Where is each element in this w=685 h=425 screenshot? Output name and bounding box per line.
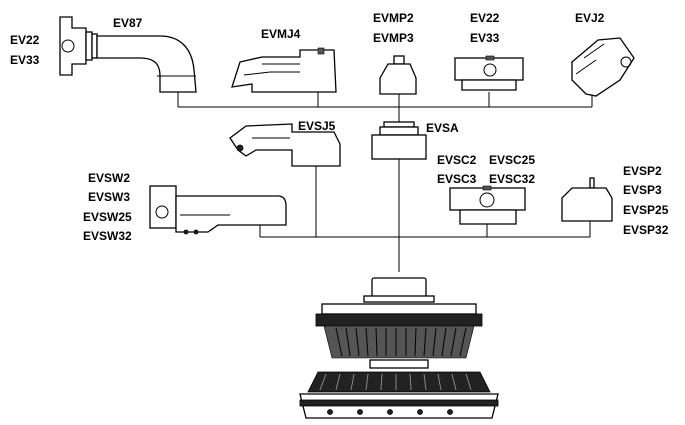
label-evsp25: EVSP25 bbox=[623, 203, 669, 217]
label-evsw2: EVSW2 bbox=[88, 171, 130, 185]
label-evsp32: EVSP32 bbox=[623, 223, 669, 237]
label-evj2: EVJ2 bbox=[575, 11, 605, 25]
evmp-pendant-cap bbox=[379, 55, 417, 95]
evsp-pendant-cap bbox=[561, 177, 613, 222]
label-evsc25: EVSC25 bbox=[489, 153, 535, 167]
label-evsa: EVSA bbox=[426, 121, 459, 135]
evsa-adapter bbox=[371, 121, 427, 160]
label-ev33-right: EV33 bbox=[470, 31, 500, 45]
label-evmp2: EVMP2 bbox=[373, 11, 414, 25]
label-evsc2: EVSC2 bbox=[437, 153, 477, 167]
evsc-ceiling-bracket bbox=[449, 185, 526, 225]
label-evmj4: EVMJ4 bbox=[261, 27, 301, 41]
evj2-angled-bracket bbox=[571, 37, 635, 97]
high-bay-light-fixture bbox=[299, 277, 499, 419]
evsw-wall-bracket bbox=[149, 185, 287, 235]
ev87-arm-bracket bbox=[59, 16, 197, 93]
part-labels: EV87 EV22 EV33 EVMJ4 EVMP2 EVMP3 EV22 EV… bbox=[10, 11, 669, 243]
label-ev87: EV87 bbox=[113, 16, 143, 30]
label-evsj5: EVSJ5 bbox=[298, 119, 336, 133]
label-ev33-left: EV33 bbox=[10, 53, 40, 67]
label-ev22-right: EV22 bbox=[470, 11, 500, 25]
label-evsw3: EVSW3 bbox=[88, 190, 130, 204]
label-evsp2: EVSP2 bbox=[623, 164, 662, 178]
ev22-ev33-flat-bracket bbox=[454, 55, 524, 91]
label-evsw25: EVSW25 bbox=[83, 210, 132, 224]
evsj5-bracket bbox=[229, 123, 341, 167]
label-evsw32: EVSW32 bbox=[83, 229, 132, 243]
label-evsc3: EVSC3 bbox=[437, 172, 477, 186]
evmj4-bracket bbox=[231, 47, 337, 93]
label-evsp3: EVSP3 bbox=[623, 183, 662, 197]
label-evmp3: EVMP3 bbox=[373, 31, 414, 45]
label-evsc32: EVSC32 bbox=[489, 172, 535, 186]
label-ev22-left: EV22 bbox=[10, 33, 40, 47]
